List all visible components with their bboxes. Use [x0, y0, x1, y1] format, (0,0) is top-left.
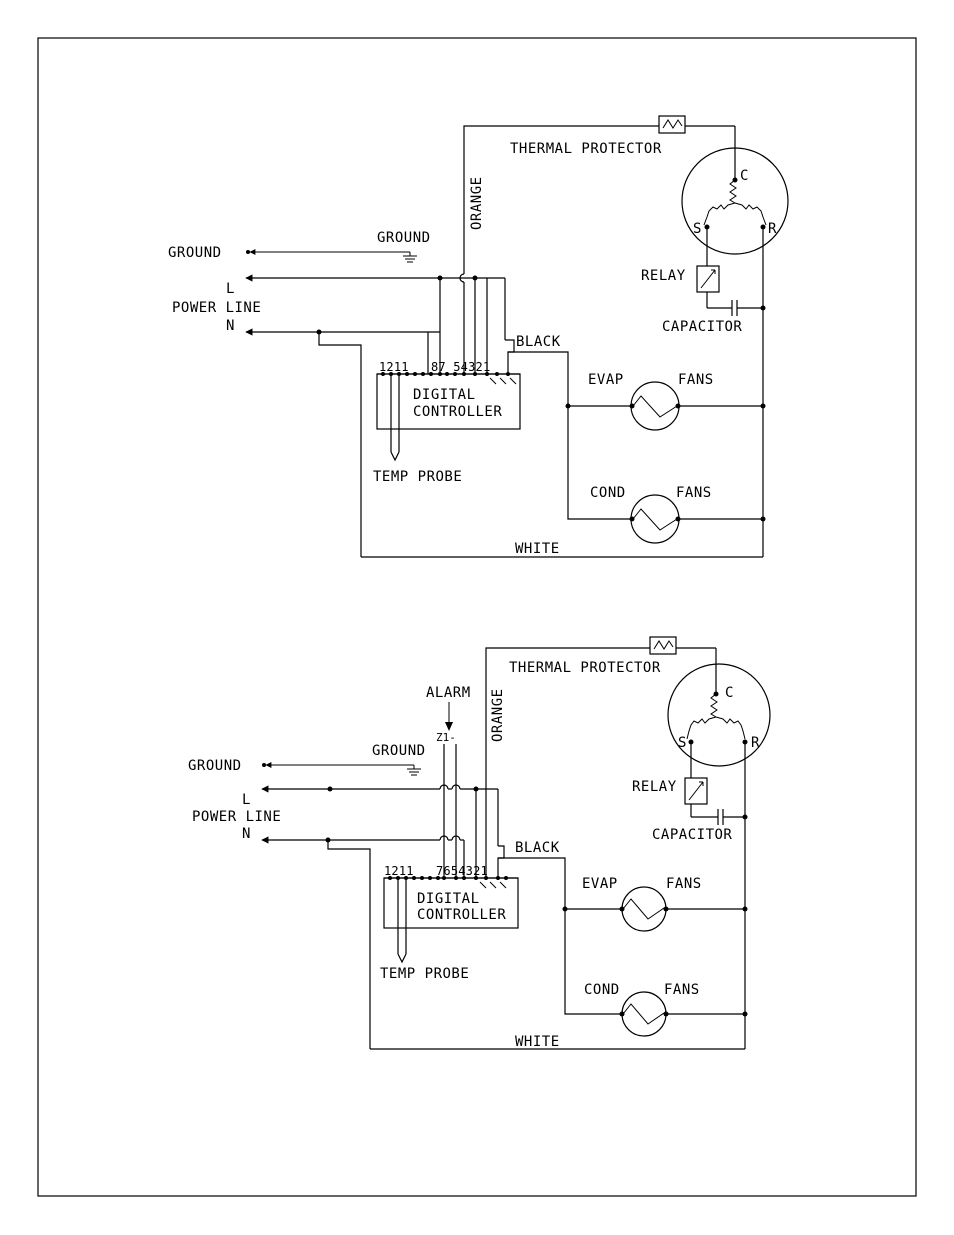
- terminal-numbers: 1211 87 54321: [379, 360, 490, 374]
- l-taps-1: [437, 275, 515, 374]
- evap-fan-2: [619, 886, 745, 932]
- black-wire-2: [498, 857, 622, 1015]
- orange-label: ORANGE: [469, 176, 485, 230]
- thermal-protector-1: [658, 115, 736, 180]
- black-label: BLACK: [516, 334, 561, 350]
- ground-line-1: [246, 249, 417, 263]
- capacitor-label: CAPACITOR: [662, 319, 742, 335]
- cond-label: COND: [584, 982, 620, 998]
- relay-label: RELAY: [641, 268, 686, 284]
- l-label: L: [242, 792, 251, 808]
- digital-label: DIGITAL: [413, 387, 476, 403]
- n-line-1: [245, 328, 440, 557]
- evap-fans-label: FANS: [678, 372, 714, 388]
- ground-label-left: GROUND: [188, 758, 242, 774]
- diagram-2: GROUND GROUND ALARM Z1- L POWER LINE N: [188, 636, 771, 1050]
- s-label: S: [693, 221, 702, 237]
- n-label: N: [242, 826, 251, 842]
- relay-1: [696, 227, 763, 316]
- c-label: C: [740, 168, 749, 184]
- capacitor-label: CAPACITOR: [652, 827, 732, 843]
- evap-fan-1: [629, 381, 763, 431]
- l-line-2: [261, 784, 498, 793]
- ground-line-2: [262, 762, 421, 776]
- r-label: R: [751, 735, 760, 751]
- r-vertical-2: [742, 742, 748, 1049]
- relay-label: RELAY: [632, 779, 677, 795]
- digital-controller-1: [376, 372, 521, 430]
- cond-label: COND: [590, 485, 626, 501]
- temp-probe-2: [397, 878, 407, 964]
- controller-label: CONTROLLER: [413, 404, 502, 420]
- r-label: R: [768, 221, 777, 237]
- l-label: L: [226, 281, 235, 297]
- temp-probe-label: TEMP PROBE: [373, 469, 462, 485]
- ground-symbol-label: GROUND: [377, 230, 431, 246]
- n-label: N: [226, 318, 235, 334]
- n-line-2: [261, 835, 464, 1049]
- orange-wire-1: [459, 125, 659, 374]
- compressor-1: [681, 147, 789, 255]
- thermal-protector-label: THERMAL PROTECTOR: [510, 141, 662, 157]
- black-label: BLACK: [515, 840, 560, 856]
- white-label: WHITE: [515, 1034, 560, 1050]
- page-border: [37, 37, 917, 1197]
- orange-label: ORANGE: [490, 688, 506, 742]
- ground-label-left: GROUND: [168, 245, 222, 261]
- temp-probe-1: [390, 374, 400, 462]
- black-wire-1: [508, 351, 632, 520]
- relay-2: [684, 742, 745, 825]
- ground-symbol-label: GROUND: [372, 743, 426, 759]
- temp-probe-label: TEMP PROBE: [380, 966, 469, 982]
- cond-fan-2: [619, 991, 745, 1037]
- cond-fan-1: [629, 494, 763, 544]
- cond-fans-label: FANS: [676, 485, 712, 501]
- power-line-label: POWER LINE: [192, 809, 281, 825]
- alarm-arrowhead: [445, 722, 453, 731]
- compressor-2: [667, 663, 771, 767]
- digital-label: DIGITAL: [417, 891, 480, 907]
- cond-fans-label: FANS: [664, 982, 700, 998]
- orange-wire-2: [485, 647, 650, 789]
- evap-fans-label: FANS: [666, 876, 702, 892]
- z-label: Z1-: [436, 731, 456, 744]
- evap-label: EVAP: [582, 876, 618, 892]
- controller-label: CONTROLLER: [417, 907, 506, 923]
- alarm-label: ALARM: [426, 685, 471, 701]
- alarm-wires-2: [443, 744, 505, 878]
- diagram-1: GROUND GROUND L POWER LINE N: [168, 115, 789, 558]
- power-line-label: POWER LINE: [172, 300, 261, 316]
- r-vertical-1: [760, 227, 766, 557]
- terminal-numbers: 1211 7654321: [384, 864, 488, 878]
- evap-label: EVAP: [588, 372, 624, 388]
- s-label: S: [678, 735, 687, 751]
- c-label: C: [725, 685, 734, 701]
- thermal-protector-label: THERMAL PROTECTOR: [509, 660, 661, 676]
- white-label: WHITE: [515, 541, 560, 557]
- thermal-protector-2: [649, 636, 717, 694]
